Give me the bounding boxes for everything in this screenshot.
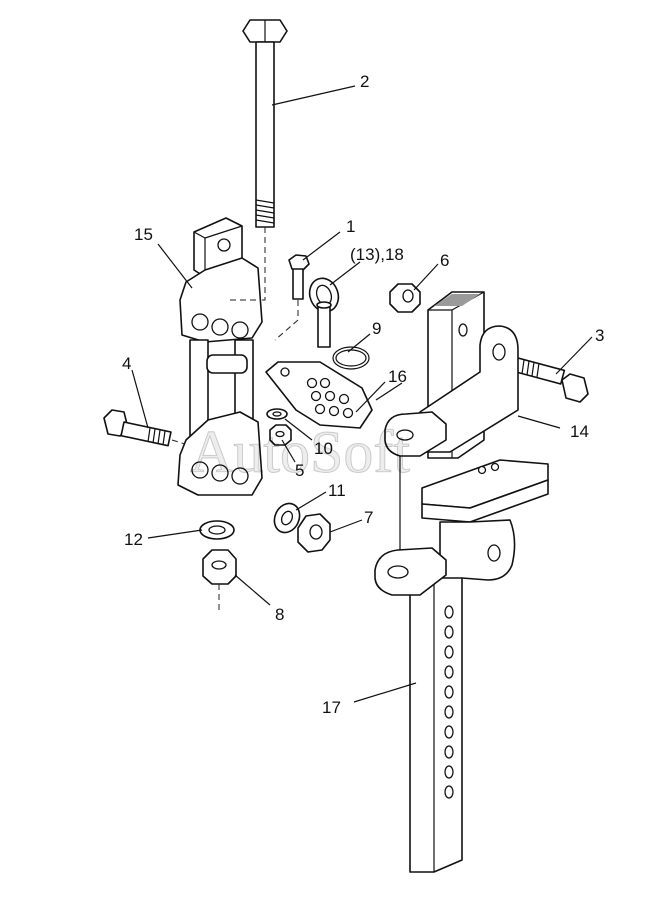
part-17-perforated-bar [409,567,463,873]
part-6-nut [389,283,421,313]
part-4-bolt [103,409,172,447]
bolt-4-axis-dash [171,439,186,445]
callout-1: 1 [346,217,355,236]
part-10-washer [266,408,288,420]
part-16-hole-plate [265,361,373,429]
callout-2: 2 [360,72,369,91]
callout-16: 16 [388,367,407,386]
leader-lines [131,85,593,703]
part-7-nut [297,513,331,553]
callout-6: 6 [440,251,449,270]
callout-12: 12 [124,530,143,549]
callout-5: 5 [295,461,304,480]
part-12-washer [199,520,235,540]
part-1-small-bolt [288,254,310,300]
part-15-bracket [177,217,263,496]
callout-3: 3 [595,326,604,345]
callout-17: 17 [322,698,341,717]
callout-13-18: (13),18 [350,245,404,264]
watermark: AutoSoft [190,419,410,485]
callout-9: 9 [372,319,381,338]
part-3-bolt [513,357,589,403]
part-11-washer [273,502,301,534]
callout-14: 14 [570,422,589,441]
callout-8: 8 [275,605,284,624]
part-2-long-bolt [242,19,288,228]
part-8-nut [202,549,237,585]
part-14-main-frame [374,291,549,596]
callout-7: 7 [364,508,373,527]
callout-10: 10 [314,439,333,458]
callout-labels: 2 1 (13),18 6 3 4 15 9 16 10 5 11 7 12 8… [122,72,604,717]
callout-11: 11 [328,481,346,500]
callout-4: 4 [122,354,131,373]
part-5-nut [269,424,292,446]
callout-15: 15 [134,225,153,244]
part-13-18-pin [308,277,340,348]
bolt-1-axis-dash [274,300,299,341]
